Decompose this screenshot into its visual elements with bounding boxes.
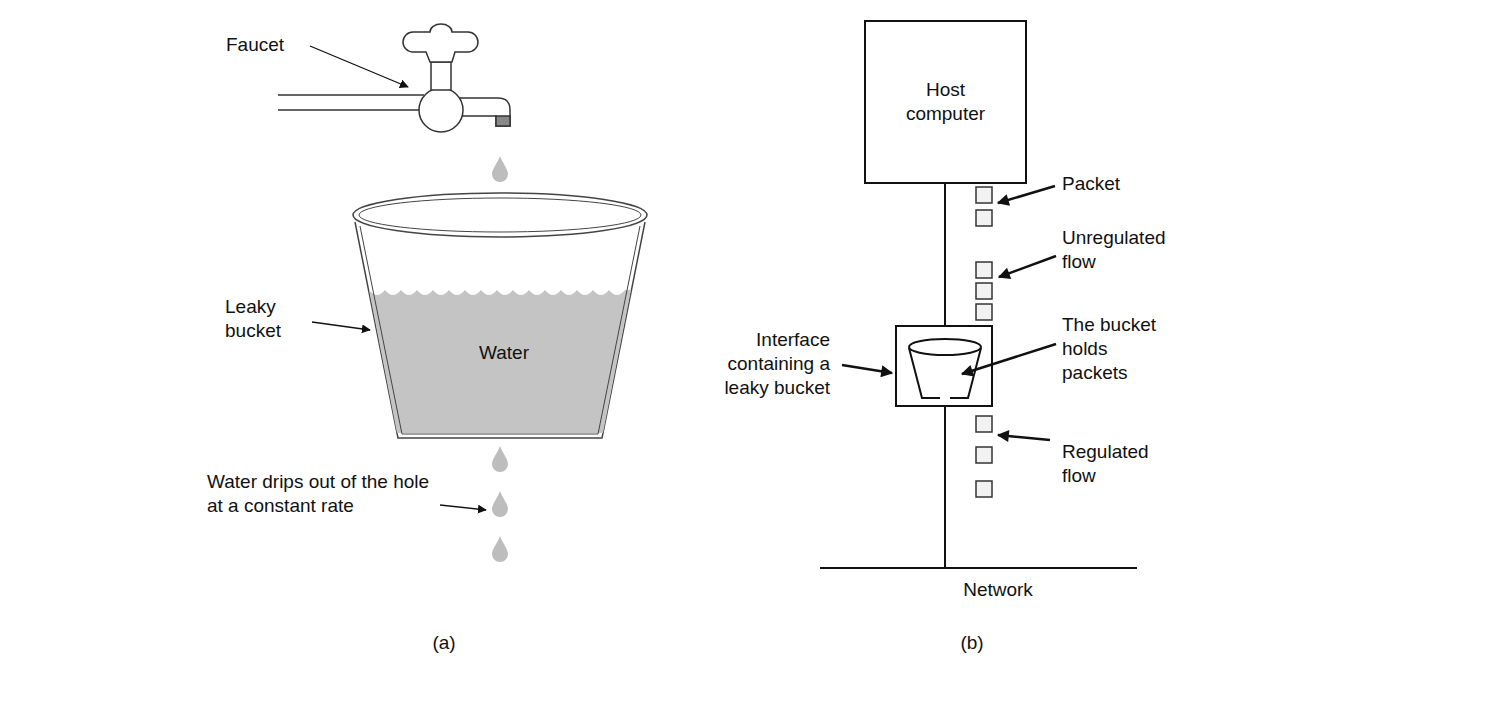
part-label: Leaky bucket [225,295,305,343]
leader-arrows [310,46,486,510]
part-label: Packet [1062,172,1120,196]
node-text: Water [479,341,529,365]
part-label: Faucet [226,33,284,57]
packets [976,187,992,497]
note-label: The bucket holds packets [1062,313,1172,385]
leaky-bucket [353,193,647,438]
water-region: Water [444,331,564,375]
part-label: Regulated flow [1062,440,1162,488]
part-label: Interface containing a leaky bucket [686,328,830,400]
panel-label: (b) [942,631,1002,655]
interface-box [896,326,992,406]
panel-label: (a) [414,631,474,655]
node-text: Host computer [891,78,1001,126]
leader-arrows [842,186,1056,440]
host-box: Host computer [864,20,1027,184]
part-label: Unregulated flow [1062,226,1182,274]
faucet [278,24,510,132]
note-label: Water drips out of the hole at a constan… [207,470,432,518]
network-label: Network [938,578,1058,602]
